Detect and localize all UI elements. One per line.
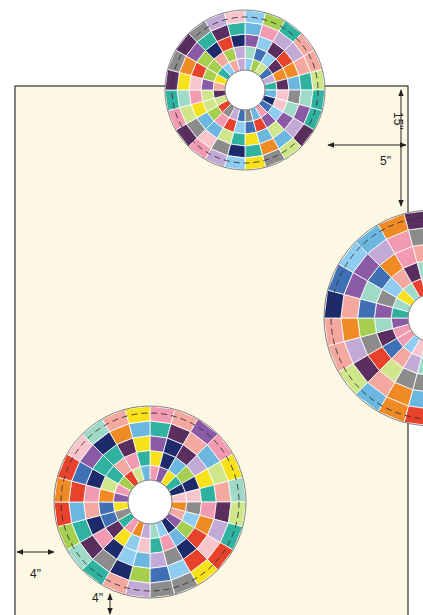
fabric-patch xyxy=(140,465,150,481)
fabric-patch xyxy=(201,90,214,101)
dimension-arrow xyxy=(328,145,406,146)
fabric-patch xyxy=(137,450,150,466)
fabric-patch xyxy=(150,523,160,539)
fabric-patch xyxy=(421,277,423,295)
fabric-patch xyxy=(237,58,245,71)
center-hole xyxy=(408,294,423,342)
fabric-patch xyxy=(417,260,423,278)
fabric-patch xyxy=(150,552,167,569)
fabric-patch xyxy=(150,538,163,554)
background-panel xyxy=(15,86,408,615)
center-hole xyxy=(225,70,265,110)
fabric-patch xyxy=(234,46,245,59)
fabric-patch xyxy=(113,502,129,512)
stitch-line xyxy=(61,413,239,591)
fabric-patch xyxy=(84,502,101,519)
fabric-patch xyxy=(200,485,217,502)
fabric-patch xyxy=(413,244,423,263)
fabric-patch xyxy=(171,492,187,502)
dimension-label: 5" xyxy=(380,155,391,167)
fabric-patch xyxy=(245,109,253,122)
fabric-patch xyxy=(245,121,256,134)
plate-outline xyxy=(165,10,325,170)
dimension-arrow xyxy=(110,594,111,614)
fabric-patch xyxy=(98,502,114,515)
dimension-label: 4" xyxy=(30,568,41,580)
dresden-plate xyxy=(165,10,325,170)
fabric-patch xyxy=(133,436,150,453)
fabric-patch xyxy=(264,82,277,90)
dimension-label: 15" xyxy=(392,112,404,130)
plate-outline xyxy=(54,406,246,598)
fabric-patch xyxy=(374,318,392,333)
fabric-patch xyxy=(391,318,409,329)
dimension-arrow xyxy=(401,90,402,206)
fabric-patch xyxy=(358,318,377,337)
fabric-patch xyxy=(186,489,202,502)
plate-outline xyxy=(324,210,423,426)
fabric-patch xyxy=(276,79,289,90)
dresden-plate xyxy=(324,210,423,426)
dimension-arrow xyxy=(17,552,54,553)
dresden-plate xyxy=(54,406,246,598)
fabric-patch xyxy=(213,90,226,98)
dimension-label: 4" xyxy=(92,592,103,604)
center-hole xyxy=(128,480,172,524)
stitch-line xyxy=(172,17,318,163)
stitch-line xyxy=(331,217,423,419)
